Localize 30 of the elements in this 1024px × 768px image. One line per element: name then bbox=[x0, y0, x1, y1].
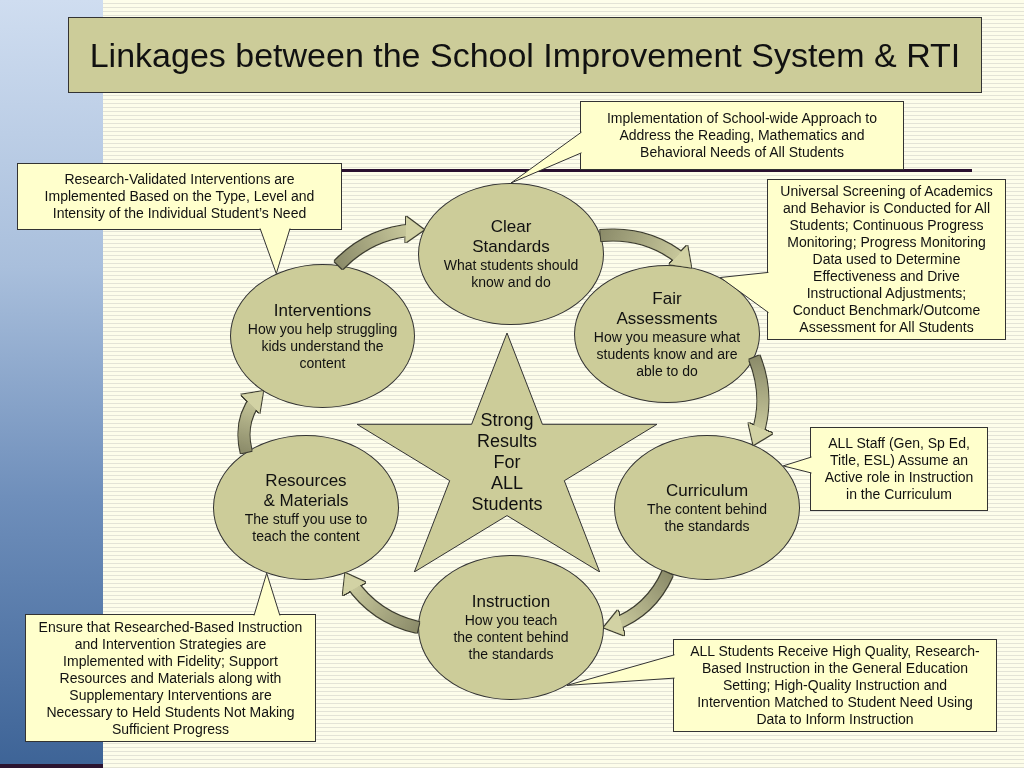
callout-text: Universal Screening of Academics and Behavior is Conducted for All Students; Continuous Progress Monitoring; Progress Monitoring Data used to Determine Effectiveness and Drive Instructional Adjustments; Conduct Benchmark/Outcome Assessment for All Students bbox=[779, 183, 994, 336]
ellipse-heading: Curriculum bbox=[664, 480, 750, 501]
ellipse-description: What students should know and do bbox=[442, 257, 580, 291]
ellipse-description: The stuff you use to teach the content bbox=[243, 510, 369, 545]
callout-pointer bbox=[510, 131, 582, 184]
callout-pointer bbox=[253, 572, 281, 616]
ellipse-description: How you teach the content behind the standards bbox=[453, 612, 569, 663]
ellipse-heading: Instruction bbox=[470, 592, 552, 612]
callout-pointer bbox=[719, 271, 769, 314]
title-banner: Linkages between the School Improvement System & RTI bbox=[68, 17, 982, 93]
callout-box bbox=[810, 427, 988, 511]
ellipse-heading: Fair Assessments bbox=[615, 288, 719, 329]
callout-text: Implementation of School-wide Approach to Address the Reading, Mathematics and Behavioral Needs of All Students bbox=[605, 110, 878, 161]
ellipse-heading: Interventions bbox=[272, 300, 373, 321]
callout-text: Research-Validated Interventions are Implemented Based on the Type, Level and Intensity of the Individual Student’s Need bbox=[43, 171, 316, 222]
callout-pointer bbox=[566, 654, 675, 686]
callout-box bbox=[673, 639, 997, 732]
ellipse-description: The content behind the standards bbox=[646, 500, 768, 535]
curved-arrow bbox=[340, 570, 420, 633]
ellipse-description: How you measure what students know and are able to do bbox=[592, 328, 742, 380]
callout-pointer bbox=[259, 228, 291, 275]
star-label: Strong Results For ALL Students bbox=[470, 410, 544, 515]
callout-pointer bbox=[782, 456, 812, 474]
ellipse-description: How you help struggling kids understand the content bbox=[246, 320, 399, 372]
callout-text: ALL Students Receive High Quality, Research-Based Instruction in the General Education Setting; High-Quality Instruction and Intervention Matched to Student Need Using Data to Inform Instruction bbox=[689, 643, 981, 728]
callout-box bbox=[17, 163, 342, 230]
ellipse-heading: Clear Standards bbox=[471, 217, 551, 257]
callout-text: Ensure that Researched-Based Instruction and Intervention Strategies are Implemented with Fidelity; Support Resources and Materials along with Supplementary Interventions are Necessary to Held Students Not Making Sufficient Progress bbox=[37, 618, 304, 738]
callout-text: ALL Staff (Gen, Sp Ed, Title, ESL) Assume an Active role in Instruction in the Curriculum bbox=[823, 435, 975, 503]
ellipse-heading: Resources & Materials bbox=[262, 470, 350, 511]
